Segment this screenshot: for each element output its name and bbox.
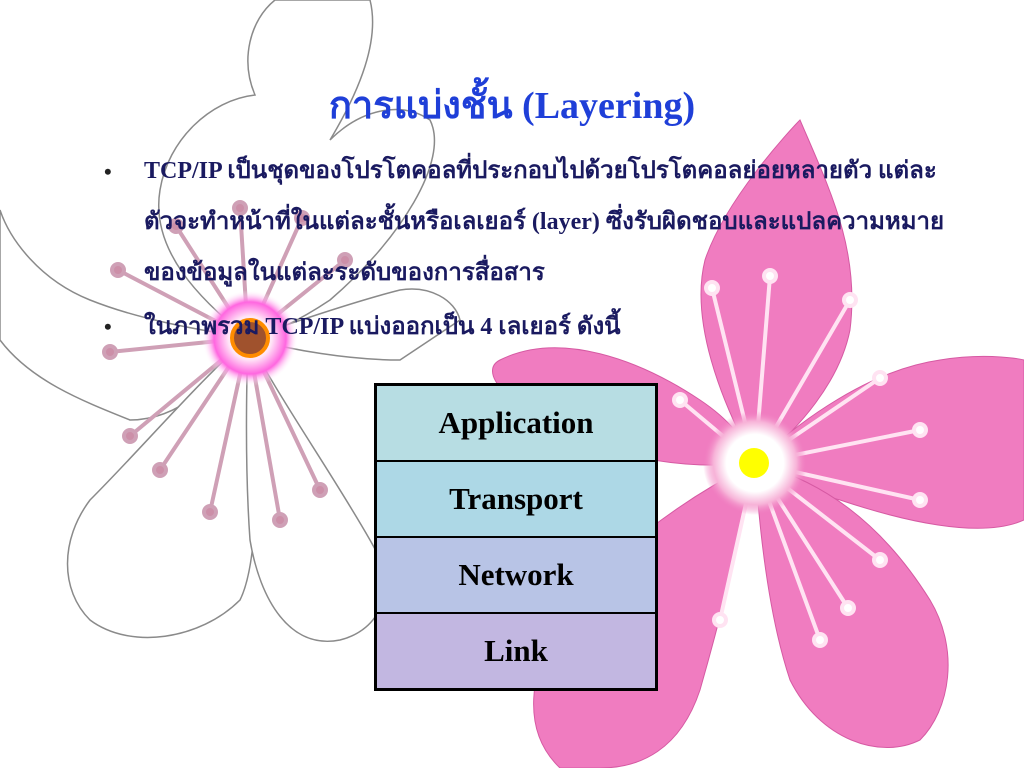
slide-title: การแบ่งชั้น (Layering) xyxy=(328,85,696,127)
layer-link: Link xyxy=(374,612,658,691)
bullet-item: • TCP/IP เป็นชุดของโปรโตคอลที่ประกอบไปด้… xyxy=(104,146,964,299)
layer-row: Link xyxy=(374,612,658,691)
layer-row: Transport xyxy=(374,460,658,538)
layer-network: Network xyxy=(374,536,658,614)
bullet-dot: • xyxy=(104,159,112,184)
pink-flower-center xyxy=(739,448,769,478)
bullet-dot: • xyxy=(104,314,112,339)
white-flower-center xyxy=(230,318,270,358)
layer-application: Application xyxy=(374,383,658,462)
bullet-text: TCP/IP เป็นชุดของโปรโตคอลที่ประกอบไปด้วย… xyxy=(144,158,945,286)
pink-flower xyxy=(492,119,1024,768)
bullet-item: • ในภาพรวม TCP/IP แบ่งออกเป็น 4 เลเยอร์ … xyxy=(104,301,964,353)
tcpip-layer-table: Application Transport Network Link xyxy=(374,383,658,691)
bullet-list: • TCP/IP เป็นชุดของโปรโตคอลที่ประกอบไปด้… xyxy=(104,146,964,355)
layer-row: Application xyxy=(374,383,658,462)
layer-row: Network xyxy=(374,536,658,614)
bullet-text: ในภาพรวม TCP/IP แบ่งออกเป็น 4 เลเยอร์ ดั… xyxy=(144,314,621,340)
layer-transport: Transport xyxy=(374,460,658,538)
